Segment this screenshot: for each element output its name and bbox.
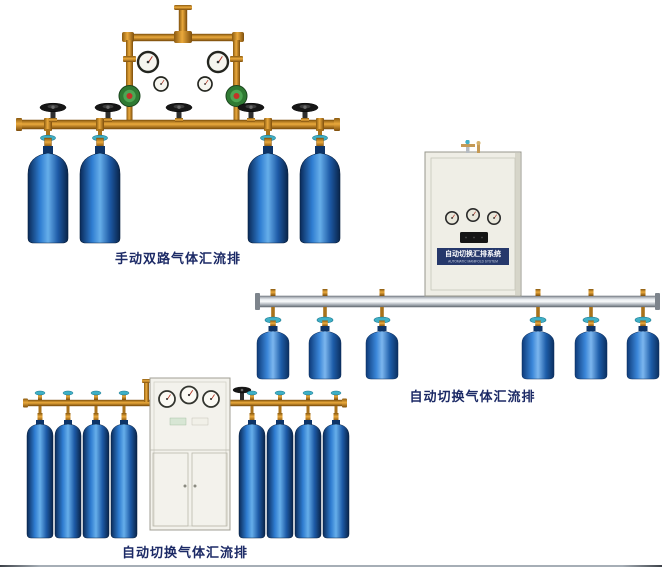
product-figure-auto-switch-floor: 自动切换气体汇流排 [20,374,350,561]
product-caption-auto-switch-floor: 自动切换气体汇流排 [121,545,248,560]
control-cabinet: 自动切换汇排系统 AUTOMATIC MANIFOLD SYSTEM [424,151,522,297]
product-figure-auto-switch-wall: 自动切换汇排系统 AUTOMATIC MANIFOLD SYSTEM 自动切换气… [255,140,660,405]
manifold-valve-handwheels [39,102,319,123]
door-handle-left [183,484,187,488]
cabinet-door-right [191,452,228,527]
auto-switch-wall-illustration: 自动切换汇排系统 AUTOMATIC MANIFOLD SYSTEM [255,140,660,380]
manifold-pipe [16,118,340,131]
cabinet-label-band [437,248,509,265]
cabinet-indicator-plate-white [191,417,209,426]
product-caption-auto-switch-wall: 自动切换气体汇流排 [409,389,536,404]
auto-switch-floor-illustration [23,377,350,539]
cabinet-door-left [152,452,189,527]
bottom-divider [0,565,662,567]
header-piping [122,5,244,121]
door-handle-right [193,484,197,488]
cabinet-label-text: 自动切换汇排系统 [445,249,501,258]
control-cabinet [149,377,231,531]
product-caption-manual-dual: 手动双路气体汇流排 [114,251,241,266]
cabinet-sublabel-text: AUTOMATIC MANIFOLD SYSTEM [448,260,498,264]
product-figure-manual-dual: 手动双路气体汇流排 [8,4,348,267]
manifold-valve-handwheel [232,386,252,400]
manual-dual-manifold-illustration [16,5,341,244]
cabinet-indicator-plate-green [169,417,187,426]
gas-cylinders [256,306,660,380]
cabinet-top-piping [461,140,481,153]
